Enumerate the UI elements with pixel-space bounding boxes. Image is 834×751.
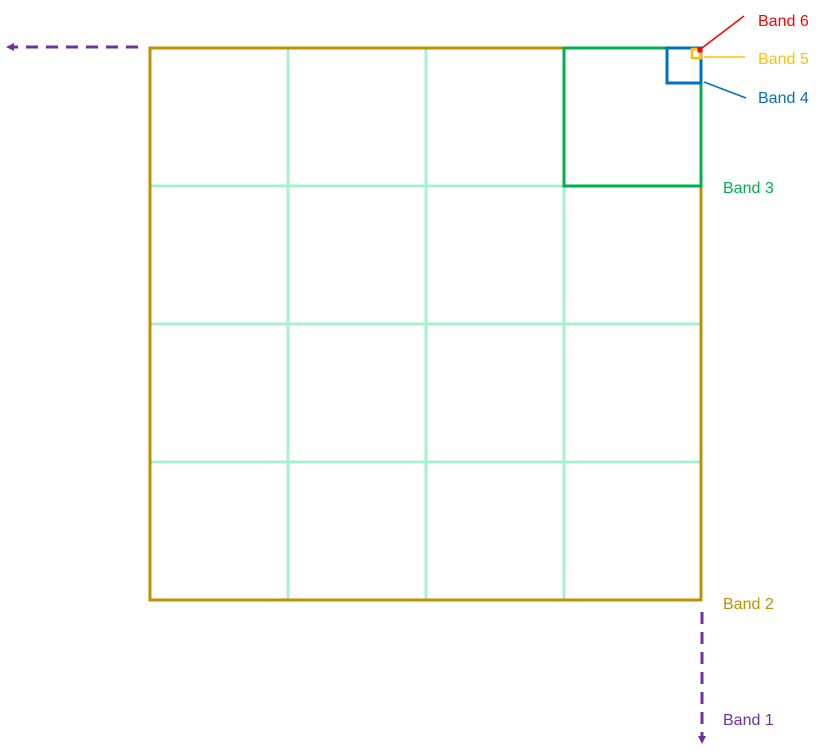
band3-label: Band 3 [723,180,774,197]
band3-square [562,46,703,188]
band4-square [665,46,703,85]
band2-square [148,46,703,602]
band4-leader [703,81,747,99]
band5-label: Band 5 [758,51,809,68]
band1-label: Band 1 [723,712,774,729]
band4-label: Band 4 [758,90,809,107]
band2-label: Band 2 [723,596,774,613]
band6-label: Band 6 [758,13,809,30]
band5-square [690,47,703,60]
band2-grid [150,48,701,600]
band6-square [697,47,703,53]
band6-leader [701,15,745,49]
